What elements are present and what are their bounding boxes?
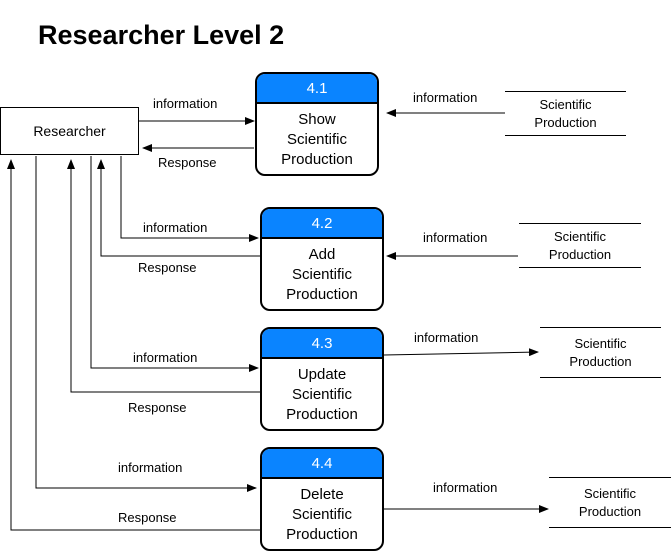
researcher-label: Researcher — [33, 123, 106, 139]
flow-label-response-4-2: Response — [138, 260, 197, 275]
flow-label-store-4-4: information — [433, 480, 498, 495]
flow-label-store-4-1: information — [413, 90, 478, 105]
flow-info-4-3 — [90, 156, 259, 372]
flow-info-4-2 — [120, 156, 259, 242]
data-store-2: Scientific Production — [519, 223, 641, 268]
flow-info-4-4 — [35, 156, 257, 492]
flow-label-store-4-3: information — [414, 330, 479, 345]
flow-label-response-4-1: Response — [158, 155, 217, 170]
flow-label-info-4-1: information — [153, 96, 218, 111]
flow-response-4-4 — [6, 159, 260, 531]
process-name: Delete Scientific Production — [286, 486, 358, 543]
process-4-4: 4.4 Delete Scientific Production — [260, 447, 384, 551]
process-4-1: 4.1 Show Scientific Production — [255, 72, 379, 176]
process-name: Update Scientific Production — [286, 366, 358, 423]
data-store-4: Scientific Production — [549, 477, 671, 528]
flow-label-store-4-2: information — [423, 230, 488, 245]
flow-label-info-4-2: information — [143, 220, 208, 235]
flow-response-4-3 — [67, 159, 260, 393]
process-id: 4.1 — [257, 74, 377, 104]
flow-label-response-4-3: Response — [128, 400, 187, 415]
researcher-entity: Researcher — [0, 107, 139, 155]
process-name: Show Scientific Production — [281, 111, 353, 168]
process-id: 4.4 — [262, 449, 382, 479]
process-4-2: 4.2 Add Scientific Production — [260, 207, 384, 311]
process-id: 4.3 — [262, 329, 382, 359]
diagram-title: Researcher Level 2 — [38, 20, 285, 50]
process-name: Add Scientific Production — [286, 246, 358, 303]
flow-response-4-2 — [97, 159, 260, 257]
flow-store-4-3 — [383, 348, 539, 357]
flow-label-info-4-4: information — [118, 460, 183, 475]
data-store-1: Scientific Production — [505, 91, 626, 136]
data-store-3: Scientific Production — [540, 327, 661, 378]
process-id: 4.2 — [262, 209, 382, 239]
flow-label-response-4-4: Response — [118, 510, 177, 525]
process-4-3: 4.3 Update Scientific Production — [260, 327, 384, 431]
flow-label-info-4-3: information — [133, 350, 198, 365]
